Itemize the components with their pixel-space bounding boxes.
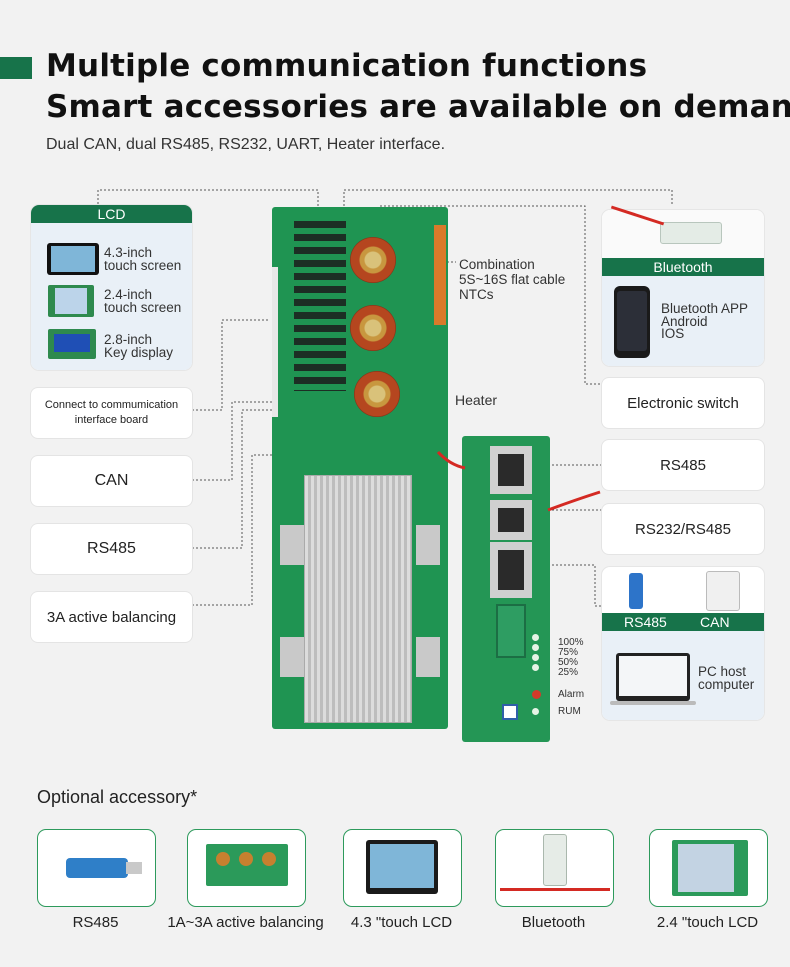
- key-display-icon: [48, 329, 96, 359]
- usb-adapter-icon: [629, 573, 643, 609]
- balancing-label: 3A active balancing: [31, 592, 192, 642]
- lcd-item-1-line1: 4.3-inch: [104, 245, 153, 260]
- lcd-item-2-line2: touch screen: [104, 300, 182, 315]
- page-subtitle: Dual CAN, dual RS485, RS232, UART, Heate…: [46, 136, 446, 153]
- bluetooth-module-icon: [543, 834, 567, 886]
- rs485-right-label: RS485: [602, 440, 764, 490]
- bluetooth-app-line1: Bluetooth APP: [661, 301, 749, 316]
- indicator-25: 25%: [558, 667, 579, 678]
- bluetooth-app-line2: Android: [661, 314, 708, 329]
- bluetooth-module-icon: [660, 222, 722, 244]
- lcd-heading: LCD: [31, 205, 192, 223]
- page-title-line2: Smart accessories are available on deman…: [46, 89, 790, 125]
- can-adapter-icon: [706, 571, 740, 611]
- accessory-label-lcd24: 2.4 "touch LCD: [656, 914, 759, 931]
- balancing-board-icon: [206, 844, 288, 886]
- rs485-label: RS485: [31, 524, 192, 574]
- accessory-card-lcd43[interactable]: [343, 829, 462, 907]
- touch-screen-icon: [48, 285, 94, 317]
- lcd-item-1-line2: touch screen: [104, 258, 182, 273]
- accessory-card-rs485[interactable]: [37, 829, 156, 907]
- combination-line2: 5S~16S flat cable: [459, 272, 566, 287]
- lcd-item-3-line1: 2.8-inch: [104, 332, 153, 347]
- bms-board: [272, 207, 448, 729]
- heater-label: Heater: [455, 392, 498, 408]
- small-lcd-icon: [672, 840, 748, 896]
- indicator-50: 50%: [558, 657, 579, 668]
- accessory-card-balancing[interactable]: [187, 829, 306, 907]
- title-accent-bar: [0, 57, 32, 79]
- accessory-label-lcd43: 4.3 "touch LCD: [350, 914, 453, 931]
- rs232-rs485-label: RS232/RS485: [602, 504, 764, 554]
- bluetooth-app-line3: IOS: [661, 326, 685, 341]
- pc-heading-bar: RS485 CAN: [602, 613, 764, 631]
- accessory-label-balancing: 1A~3A active balancing: [167, 914, 324, 931]
- phone-icon: [614, 286, 650, 358]
- laptop-icon: [616, 653, 690, 701]
- touch-screen-icon: [47, 243, 99, 275]
- accessory-label-rs485: RS485: [72, 914, 119, 931]
- accessory-label-bluetooth: Bluetooth: [521, 914, 586, 931]
- pc-heading-rs485: RS485: [624, 614, 667, 630]
- accessory-card-bluetooth[interactable]: [495, 829, 614, 907]
- lcd-item-3-line2: Key display: [104, 345, 174, 360]
- indicator-75: 75%: [558, 647, 579, 658]
- usb-adapter-icon: [66, 858, 128, 878]
- indicator-alarm: Alarm: [558, 689, 585, 700]
- bluetooth-panel: Bluetooth: [602, 205, 764, 366]
- page-title-line1: Multiple communication functions: [46, 48, 648, 84]
- comm-board-label-line2: interface board: [74, 414, 149, 426]
- accessory-heading: Optional accessory*: [37, 787, 198, 807]
- accessory-card-lcd24[interactable]: [649, 829, 768, 907]
- lcd-screen-icon: [366, 840, 438, 894]
- pc-host-panel: RS485 CAN: [602, 567, 764, 720]
- comm-interface-board: [462, 436, 550, 742]
- lcd-item-2-line1: 2.4-inch: [104, 287, 153, 302]
- comm-board-label-line1: Connect to commumication: [44, 399, 179, 411]
- bluetooth-heading: Bluetooth: [602, 258, 764, 276]
- can-label: CAN: [31, 456, 192, 506]
- indicator-100: 100%: [558, 637, 584, 648]
- electronic-switch-label: Electronic switch: [602, 378, 764, 428]
- pc-heading-can: CAN: [700, 614, 730, 630]
- combination-line1: Combination: [459, 257, 535, 272]
- pc-host-line1: PC host: [698, 664, 747, 679]
- combination-line3: NTCs: [459, 287, 494, 302]
- pc-host-line2: computer: [698, 677, 755, 692]
- comm-board-label: Connect to commumication interface board: [31, 388, 192, 438]
- indicator-run: RUM: [558, 706, 581, 717]
